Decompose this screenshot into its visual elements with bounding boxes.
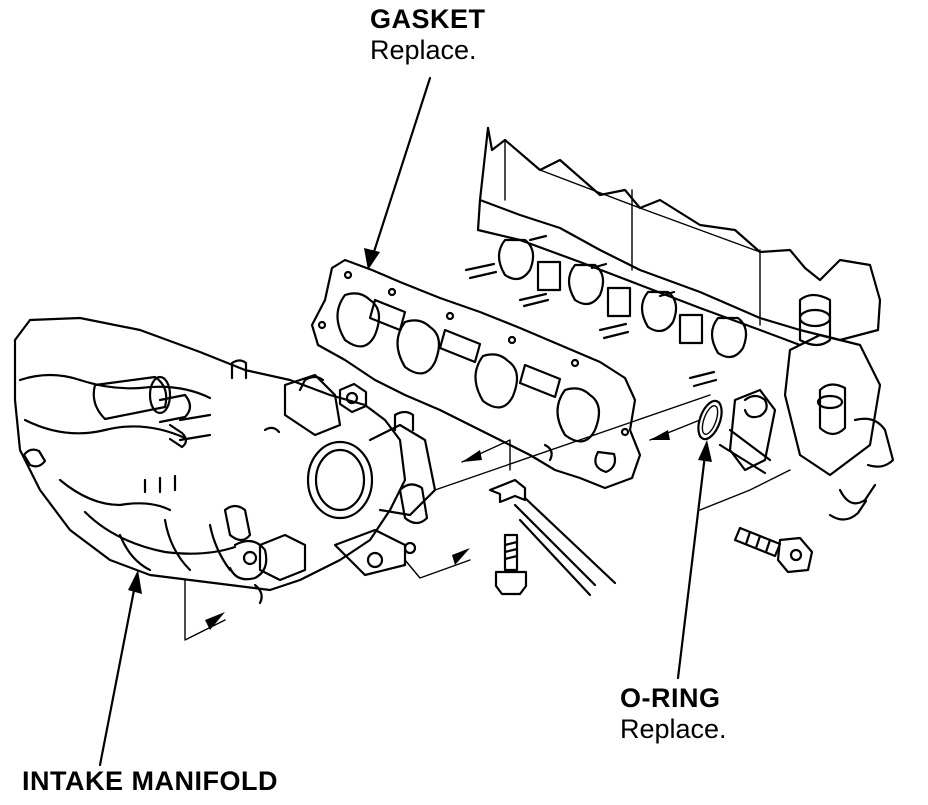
bolt-lower-center	[494, 533, 528, 596]
intake-manifold-callout: INTAKE MANIFOLD	[22, 766, 278, 797]
leader-gasket	[364, 76, 432, 270]
bolt-right	[733, 526, 814, 574]
gasket-note: Replace.	[370, 35, 477, 66]
gasket-label: GASKET	[370, 4, 486, 34]
o-ring-label: O-RING	[620, 683, 721, 713]
cylinder-head	[464, 126, 895, 521]
o-ring-callout: O-RING Replace.	[620, 683, 727, 745]
gasket-callout: GASKET Replace.	[370, 4, 486, 66]
assembly-lines	[184, 394, 791, 641]
o-ring	[697, 399, 723, 441]
leader-intake-manifold	[98, 570, 142, 767]
leader-o-ring	[676, 440, 712, 680]
o-ring-note: Replace.	[620, 714, 727, 745]
intake-manifold	[13, 316, 437, 605]
gasket	[310, 258, 642, 490]
intake-manifold-label: INTAKE MANIFOLD	[22, 766, 278, 796]
bracket	[488, 478, 617, 597]
